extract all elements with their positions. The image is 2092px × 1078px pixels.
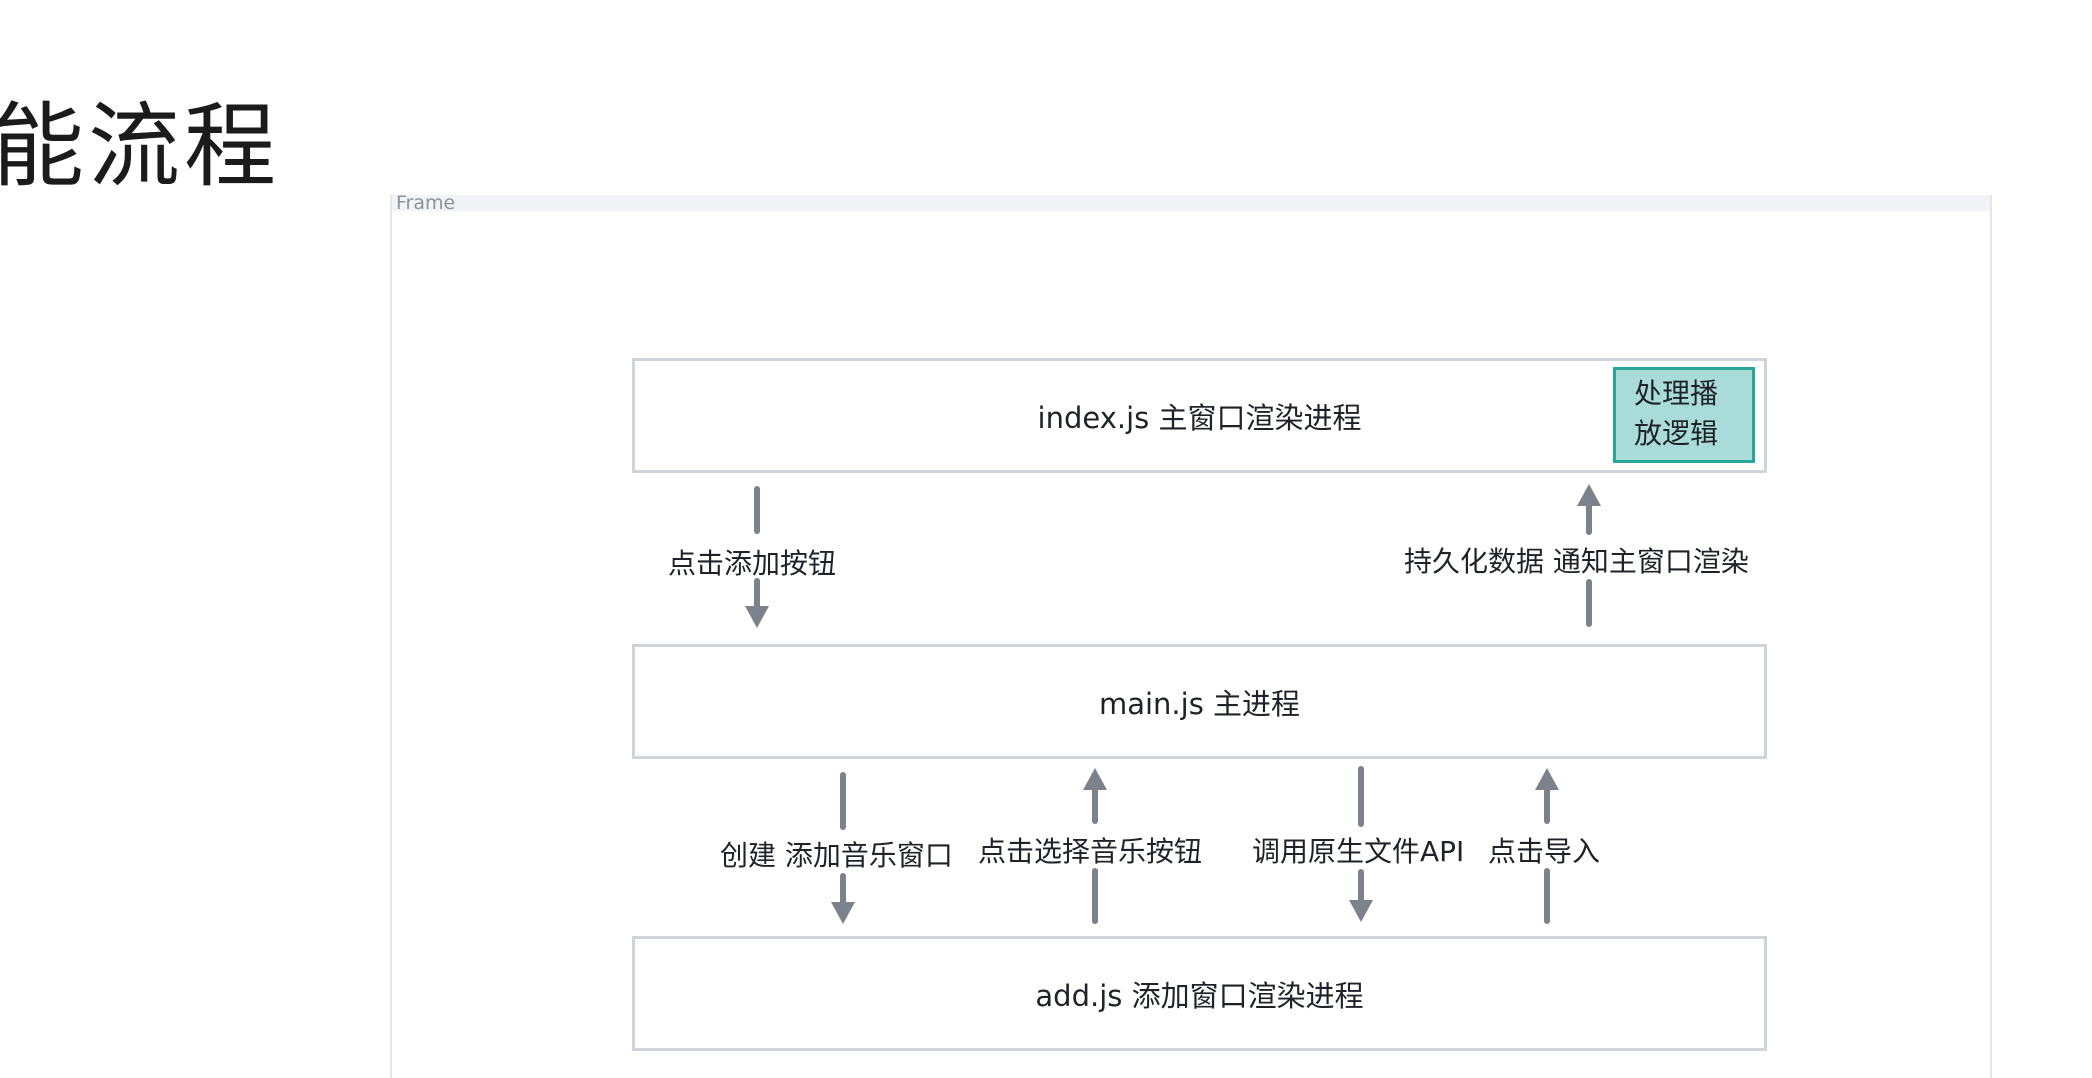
page-title: 能流程	[0, 93, 281, 200]
main-process-box[interactable]: main.js 主进程	[632, 644, 1767, 759]
diagram-frame: Frame	[390, 192, 1992, 1078]
flow-label-persist-notify: 持久化数据 通知主窗口渲染	[1404, 545, 1749, 578]
flow-label-click-add: 点击添加按钮	[668, 547, 837, 580]
index-renderer-box[interactable]: index.js 主窗口渲染进程	[632, 358, 1767, 473]
add-renderer-box[interactable]: add.js 添加窗口渲染进程	[632, 936, 1767, 1051]
arrow-down-click-add	[745, 486, 769, 628]
frame-label: Frame	[396, 192, 456, 214]
arrow-down-native-api	[1349, 766, 1373, 922]
flow-label-native-api: 调用原生文件API	[1252, 835, 1465, 868]
arrow-up-click-select	[1083, 768, 1107, 924]
flow-label-create-window: 创建 添加音乐窗口	[720, 839, 953, 872]
note-line-2: 放逻辑	[1634, 417, 1719, 450]
flow-label-click-import: 点击导入	[1488, 835, 1601, 868]
main-process-label: main.js 主进程	[1098, 686, 1301, 721]
frame-header: Frame	[392, 192, 1990, 214]
flow-label-click-select: 点击选择音乐按钮	[978, 835, 1203, 868]
add-renderer-label: add.js 添加窗口渲染进程	[1035, 978, 1364, 1013]
arrow-down-create-window	[831, 772, 855, 924]
note-line-1: 处理播	[1634, 377, 1719, 410]
index-renderer-label: index.js 主窗口渲染进程	[1037, 400, 1362, 435]
playback-logic-note[interactable]: 处理播 放逻辑	[1613, 367, 1755, 463]
arrow-up-click-import	[1535, 768, 1559, 924]
arrow-up-persist-notify	[1577, 484, 1601, 627]
